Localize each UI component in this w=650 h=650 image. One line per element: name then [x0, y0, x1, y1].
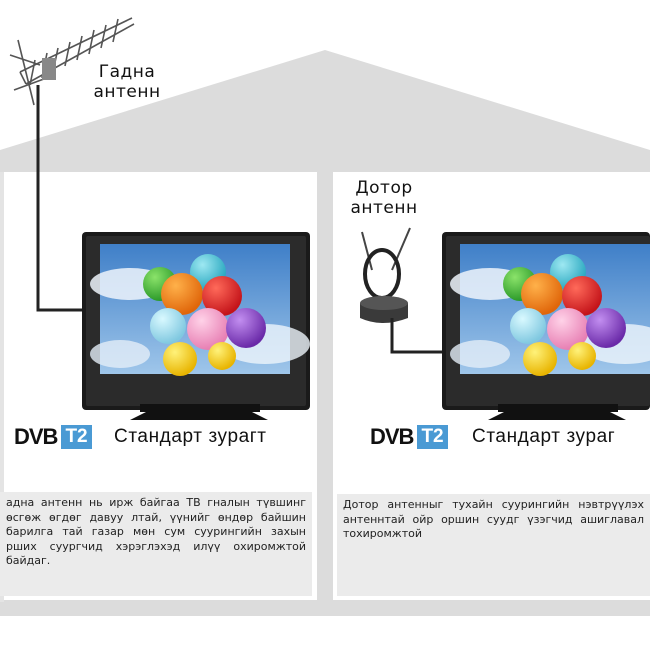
left-tv-illustration — [82, 232, 310, 420]
right-logo-dvb: DVB — [370, 424, 414, 449]
right-caption: Стандарт зураг — [472, 426, 616, 447]
outdoor-antenna-label-line1: Гадна — [98, 62, 156, 82]
left-caption: Стандарт зурагт — [114, 426, 267, 447]
outdoor-antenna-label: Гадна антенн — [72, 62, 182, 102]
left-dvb-t2-logo: DVB T2 — [14, 423, 92, 451]
right-description-text: Дотор антенныг тухайн суурингийн нэвтрүү… — [343, 498, 644, 540]
right-dvb-t2-logo: DVB T2 — [370, 423, 448, 451]
left-logo-dvb: DVB — [14, 424, 58, 449]
right-description-panel: Дотор антенныг тухайн суурингийн нэвтрүү… — [337, 494, 650, 596]
left-description-text: адна антенн нь ирж байгаа ТВ гналын түвш… — [6, 496, 306, 567]
left-logo-t2: T2 — [61, 425, 92, 449]
indoor-antenna-label: Дотор антенн — [336, 178, 432, 218]
outdoor-antenna-icon — [9, 17, 135, 106]
right-logo-t2: T2 — [417, 425, 448, 449]
indoor-antenna-icon — [360, 227, 411, 323]
left-description-panel: адна антенн нь ирж байгаа ТВ гналын түвш… — [0, 492, 312, 596]
indoor-antenna-label-line2: антенн — [350, 198, 418, 218]
outdoor-antenna-label-line2: антенн — [93, 82, 161, 102]
right-tv-illustration — [442, 232, 650, 420]
indoor-antenna-label-line1: Дотор — [355, 178, 413, 198]
